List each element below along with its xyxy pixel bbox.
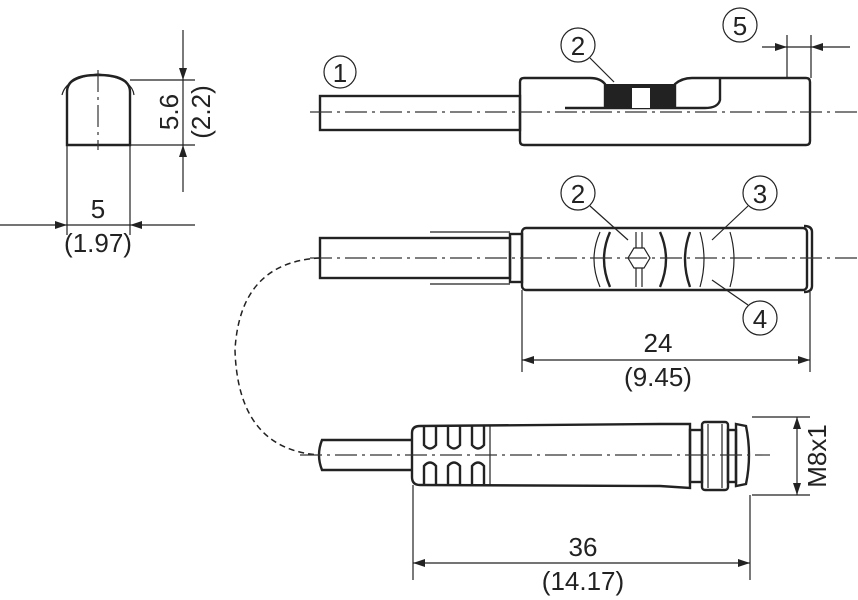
callout-4: 4 bbox=[753, 304, 767, 334]
side-view: 1 2 5 bbox=[310, 7, 858, 147]
cable-break-line bbox=[234, 257, 321, 456]
top-view: 2 3 4 24 (9.45) bbox=[310, 175, 858, 392]
callout-1: 1 bbox=[333, 58, 347, 88]
thread-dimension: M8x1 bbox=[802, 424, 832, 488]
height-dimension-inch: (2.2) bbox=[186, 85, 216, 138]
callout-2: 2 bbox=[571, 179, 585, 209]
height-dimension: 5.6 bbox=[154, 94, 184, 130]
connector-length-dimension-inch: (14.17) bbox=[542, 566, 624, 596]
length-dimension-inch: (9.45) bbox=[624, 362, 692, 392]
width-dimension-inch: (1.97) bbox=[64, 228, 132, 258]
length-dimension: 24 bbox=[644, 328, 673, 358]
callout-2-top: 2 bbox=[571, 31, 585, 61]
width-dimension: 5 bbox=[91, 194, 105, 224]
connector-length-dimension: 36 bbox=[569, 532, 598, 562]
callout-3: 3 bbox=[753, 179, 767, 209]
connector-view: M8x1 36 (14.17) bbox=[300, 416, 832, 596]
callout-5: 5 bbox=[733, 11, 747, 41]
cross-section-view: 5.6 (2.2) 5 (1.97) bbox=[0, 30, 216, 258]
